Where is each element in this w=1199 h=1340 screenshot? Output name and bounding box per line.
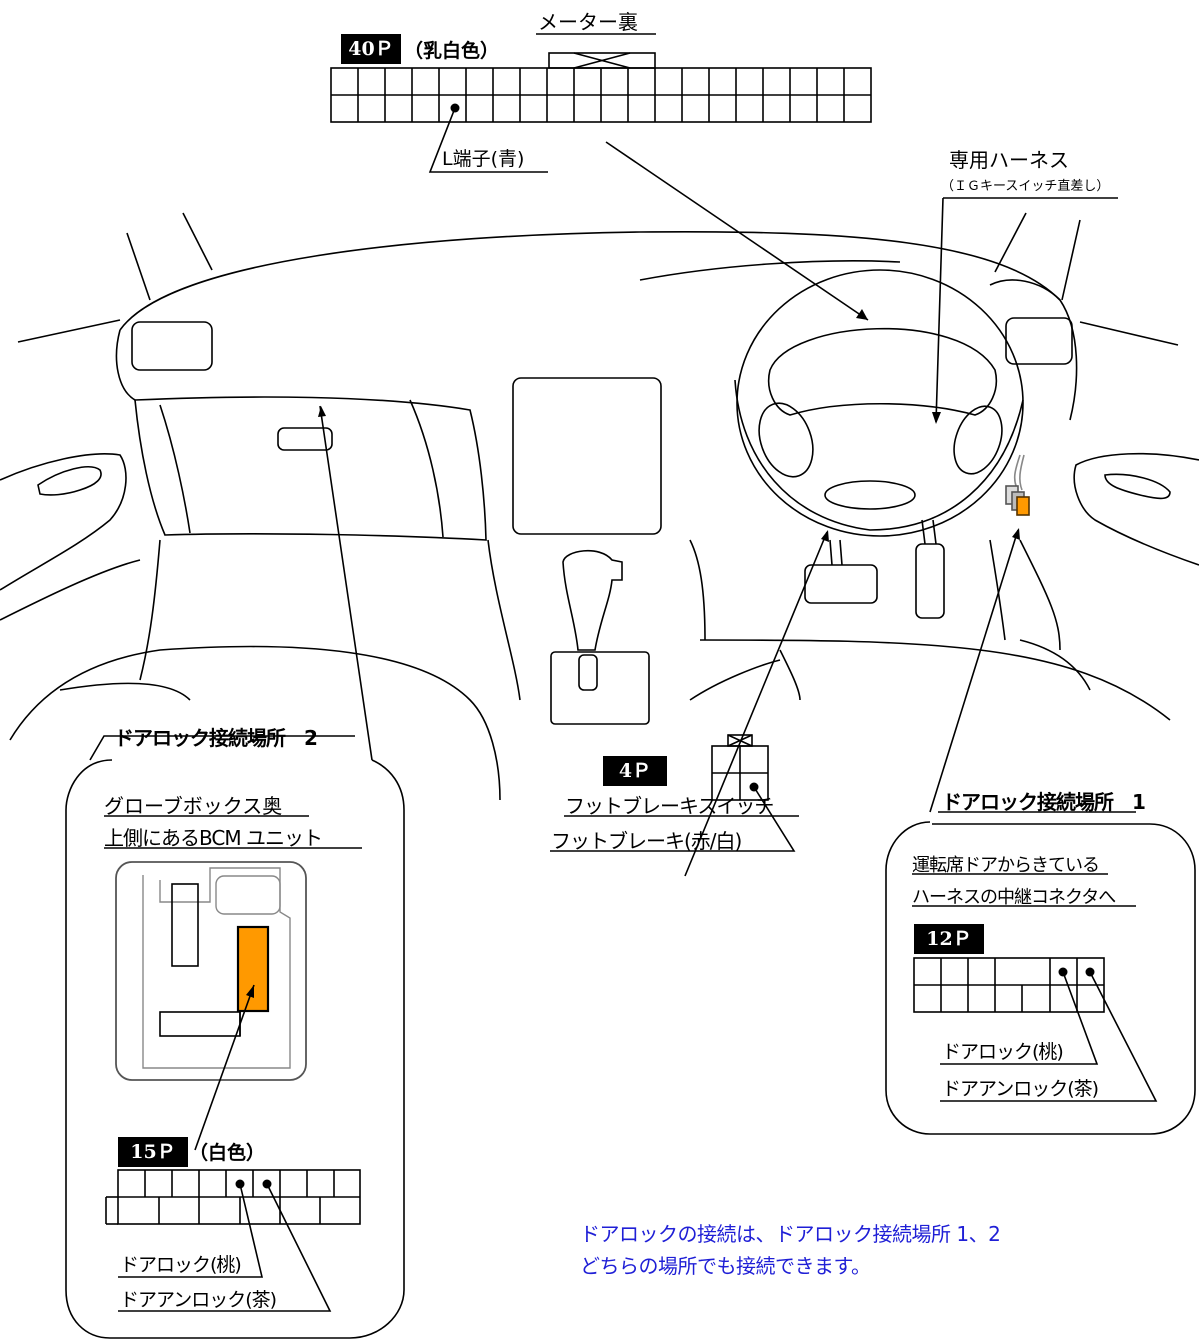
dashboard-outline — [17, 212, 1179, 701]
harness-title: 専用ハーネス — [949, 148, 1069, 172]
door1-desc-line1: 運転席ドアからきている — [912, 855, 1100, 876]
right-door-panel — [1073, 452, 1199, 566]
connector-4p — [711, 734, 769, 801]
brake-wire-label: フットブレーキ(赤/白) — [551, 829, 742, 853]
door-lock-location-1-title: ドアロック接続場所 1 — [942, 790, 1146, 814]
door2-lock-label: ドアロック(桃) — [120, 1254, 242, 1276]
bcm-color-label: （白色） — [189, 1142, 266, 1164]
connector-15p — [105, 1169, 361, 1225]
brake-badge-4p: 4Ｐ — [603, 756, 667, 786]
bcm-highlight-connector — [236, 925, 270, 1013]
door2-desc-line2: 上側にあるBCM ユニット — [104, 826, 323, 850]
door2-desc-line1: グローブボックス奥 — [104, 794, 283, 818]
connection-note-line1: ドアロックの接続は、ドアロック接続場所 1、2 — [580, 1222, 1001, 1246]
harness-note: （ＩＧキースイッチ直差し） — [941, 179, 1110, 194]
shift-lever — [550, 549, 650, 725]
bcm-unit — [115, 861, 307, 1081]
harness-connector — [1005, 454, 1030, 516]
door1-badge-12p: 12Ｐ — [914, 924, 984, 954]
bcm-badge-15p: 15Ｐ — [118, 1137, 188, 1167]
meter-color-label: （乳白色） — [404, 40, 500, 62]
door1-lock-label: ドアロック(桃) — [942, 1041, 1064, 1063]
meter-location-label: メーター裏 — [538, 10, 638, 34]
door2-unlock-label: ドアアンロック(茶) — [120, 1289, 277, 1311]
connection-note-line2: どちらの場所でも接続できます。 — [580, 1254, 871, 1278]
door1-desc-line2: ハーネスの中継コネクタへ — [912, 887, 1116, 908]
seats — [9, 639, 1171, 801]
left-door-panel — [0, 453, 141, 621]
brake-switch-title: フットブレーキスイッチ — [565, 794, 774, 818]
terminal-l-label: L端子(青) — [442, 148, 525, 170]
door1-unlock-label: ドアアンロック(茶) — [942, 1078, 1099, 1100]
meter-badge-40p: 40Ｐ — [341, 34, 401, 64]
connector-12p — [913, 957, 1105, 1013]
connector-40p — [330, 52, 872, 123]
door-lock-location-2-title: ドアロック接続場所 2 — [114, 726, 318, 750]
steering-wheel — [734, 269, 1024, 537]
